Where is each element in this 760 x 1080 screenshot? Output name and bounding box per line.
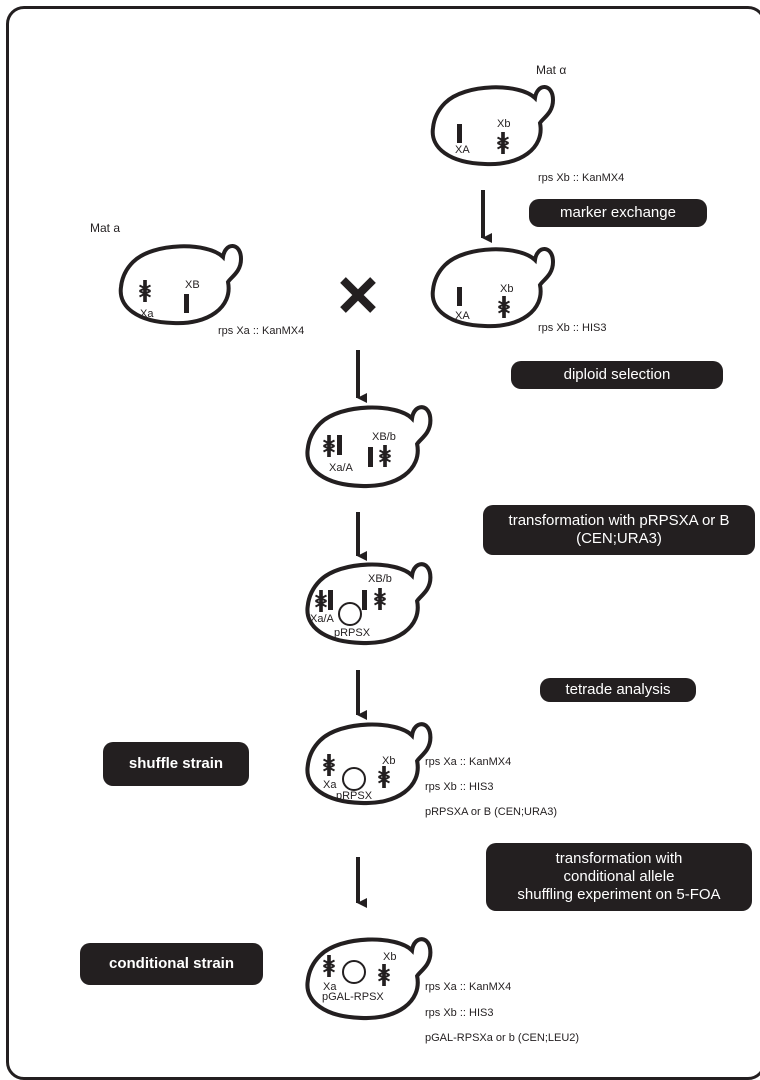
cross-icon bbox=[340, 277, 376, 313]
step-tetrade-analysis: tetrade analysis bbox=[540, 678, 696, 702]
label-XA: XA bbox=[455, 310, 470, 322]
step-diploid-selection: diploid selection bbox=[511, 361, 723, 389]
label-pGAL-RPSX: pGAL-RPSX bbox=[322, 991, 384, 1003]
conditional-strain-label: conditional strain bbox=[80, 943, 263, 985]
genotype-conditional-2: rps Xb :: HIS3 bbox=[425, 1007, 493, 1019]
step-transformation-2-line2: conditional allele bbox=[563, 868, 675, 885]
label-Xb: Xb bbox=[382, 755, 395, 767]
label-Xb: Xb bbox=[500, 283, 513, 295]
plasmid-icon bbox=[338, 602, 362, 626]
shuffle-strain-label: shuffle strain bbox=[103, 742, 249, 786]
mat-a-label: Mat a bbox=[90, 221, 120, 235]
mat-a-cell: Xa XB bbox=[118, 243, 243, 326]
genotype-conditional-3: pGAL-RPSXa or b (CEN;LEU2) bbox=[425, 1032, 579, 1044]
transformed-diploid-cell: Xa/A pRPSX XB/b bbox=[307, 564, 430, 643]
genotype-shuffle-2: rps Xb :: HIS3 bbox=[425, 781, 493, 793]
step-transformation-2: transformation with conditional allele s… bbox=[486, 843, 752, 911]
genotype-alpha-kan: rps Xb :: KanMX4 bbox=[538, 172, 624, 184]
mat-alpha-cell: XA Xb bbox=[430, 84, 555, 167]
step-transformation-1: transformation with pRPSXA or B (CEN;URA… bbox=[483, 505, 755, 555]
plasmid-icon bbox=[342, 767, 366, 791]
diploid-cell: Xa/A XB/b bbox=[307, 407, 430, 486]
conditional-strain-cell: Xa pGAL-RPSX Xb bbox=[307, 939, 430, 1018]
label-XB-b: XB/b bbox=[368, 573, 392, 585]
label-pRPSX: pRPSX bbox=[334, 627, 371, 639]
step-transformation-1-line2: (CEN;URA3) bbox=[576, 530, 662, 547]
genotype-alpha-his: rps Xb :: HIS3 bbox=[538, 322, 606, 334]
shuffle-strain-cell: Xa pRPSX Xb bbox=[307, 724, 430, 803]
label-Xb: Xb bbox=[383, 951, 396, 963]
genotype-a-kan: rps Xa :: KanMX4 bbox=[218, 325, 304, 337]
label-Xa: Xa bbox=[140, 308, 154, 320]
step-transformation-1-line1: transformation with pRPSXA or B bbox=[508, 512, 730, 529]
label-Xa: Xa bbox=[323, 981, 337, 993]
label-Xa-A: Xa/A bbox=[310, 613, 335, 625]
genotype-shuffle-3: pRPSXA or B (CEN;URA3) bbox=[425, 806, 557, 818]
plasmid-icon bbox=[342, 960, 366, 984]
label-XB-b: XB/b bbox=[372, 431, 396, 443]
mat-alpha-his3-cell: XA Xb bbox=[430, 246, 555, 329]
mat-alpha-label: Mat α bbox=[536, 63, 566, 77]
label-XA: XA bbox=[455, 144, 470, 156]
label-Xa-A: Xa/A bbox=[329, 462, 354, 474]
step-transformation-2-line3: shuffling experiment on 5-FOA bbox=[517, 886, 721, 903]
genotype-shuffle-1: rps Xa :: KanMX4 bbox=[425, 756, 511, 768]
label-Xa: Xa bbox=[323, 779, 337, 791]
label-XB: XB bbox=[185, 279, 200, 291]
genotype-conditional-1: rps Xa :: KanMX4 bbox=[425, 981, 511, 993]
step-marker-exchange: marker exchange bbox=[529, 199, 707, 227]
label-pRPSX: pRPSX bbox=[336, 790, 373, 802]
step-transformation-2-line1: transformation with bbox=[555, 850, 683, 867]
label-Xb: Xb bbox=[497, 118, 510, 130]
